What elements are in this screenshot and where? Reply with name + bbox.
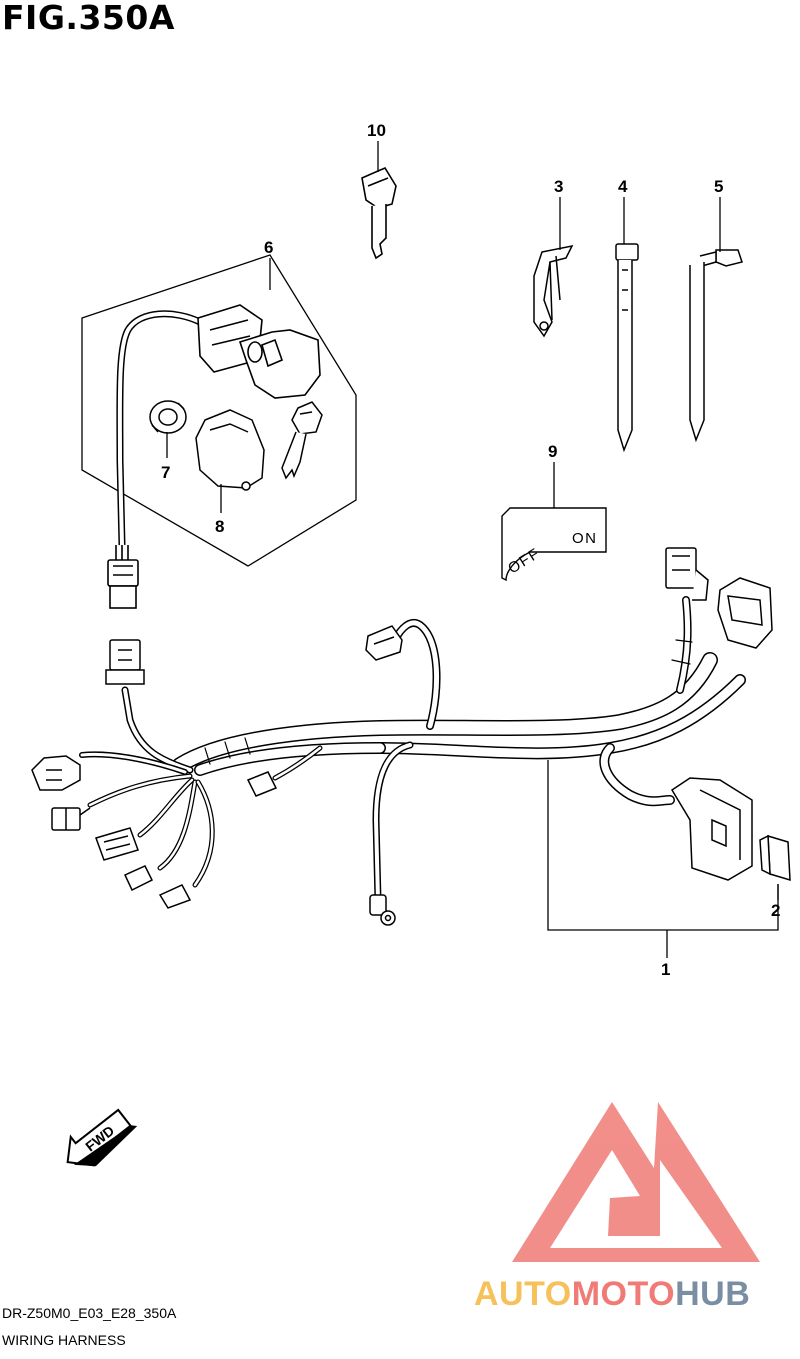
callout-5: 5 (714, 177, 723, 196)
figure-title: FIG.350A (2, 0, 175, 37)
watermark-logo (512, 1102, 760, 1262)
callout-2: 2 (771, 901, 780, 920)
callout-1: 1 (661, 960, 670, 979)
callout-10: 10 (367, 121, 386, 140)
ignition-switch-part (107, 304, 321, 609)
watermark-brand: AUTOMOTOHUB (474, 1275, 750, 1314)
callout-4: 4 (618, 177, 628, 196)
cable-tie-part (615, 243, 639, 453)
switch-plate-on-label: ON (572, 530, 598, 547)
ignition-key-small (281, 401, 323, 480)
leader-lines (166, 141, 779, 958)
switch-plate-part: OFF ON (501, 507, 607, 582)
callout-7: 7 (161, 463, 170, 482)
figure-name: WIRING HARNESS (2, 1332, 126, 1348)
harness-connectors (31, 547, 791, 926)
callout-6: 6 (264, 238, 273, 257)
callout-8: 8 (215, 517, 224, 536)
switch-cover-part (195, 409, 265, 491)
callout-9: 9 (548, 442, 557, 461)
key-part (361, 166, 397, 260)
clamp-tie-part (689, 249, 743, 443)
callout-3: 3 (554, 177, 563, 196)
clamp-part (533, 244, 574, 338)
fwd-arrow: FWD (66, 1108, 138, 1167)
brand-part-3: HUB (675, 1275, 751, 1313)
wiring-harness-part (79, 596, 746, 904)
lock-ring-part (149, 400, 187, 434)
ignition-switch-kit-outline (81, 254, 357, 567)
figure-code: DR-Z50M0_E03_E28_350A (2, 1305, 177, 1321)
brand-part-1: AUTO (474, 1275, 572, 1313)
brand-part-2: MOTO (571, 1275, 676, 1313)
